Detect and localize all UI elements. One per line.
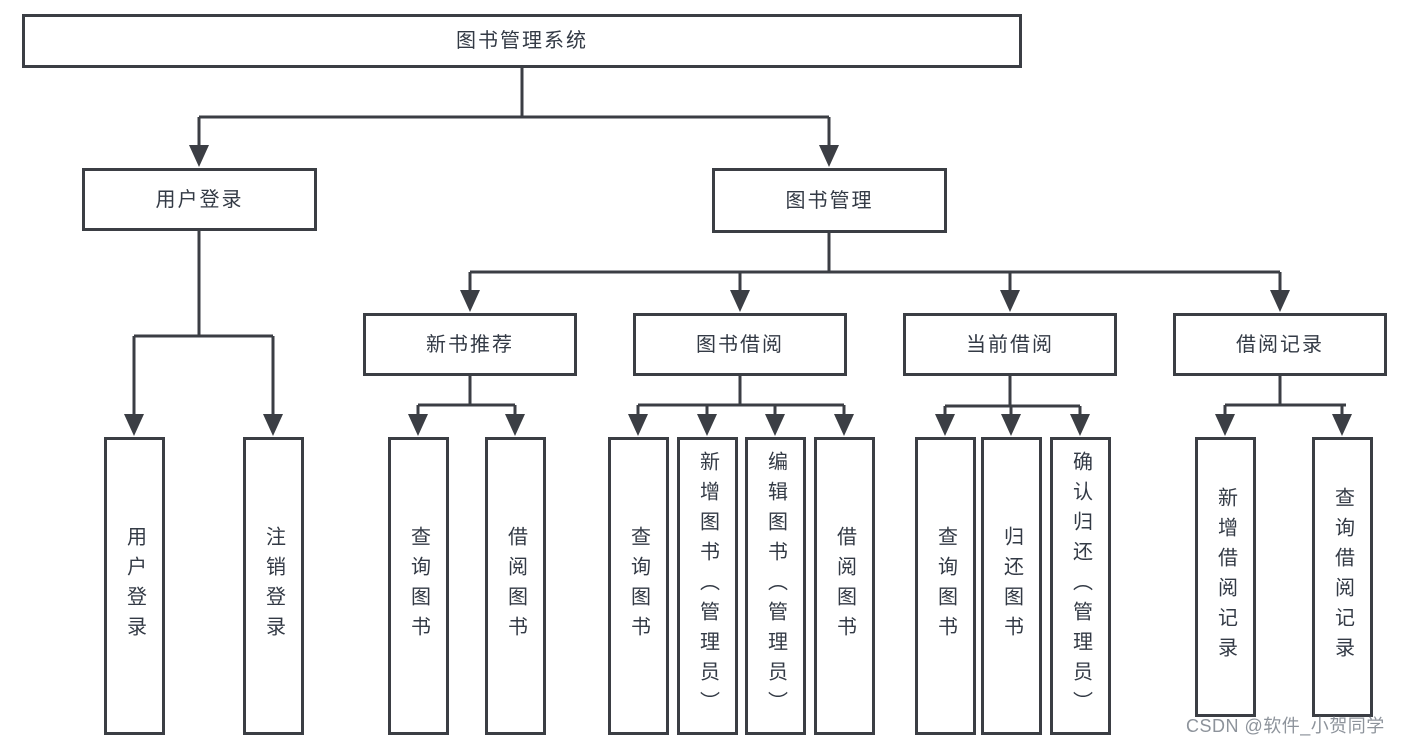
node-add-borrow-record: 新增借阅记录 — [1195, 437, 1256, 717]
node-book-borrowing: 图书借阅 — [633, 313, 847, 376]
node-borrow-books: 借阅图书 — [814, 437, 875, 735]
node-label: 归还图书 — [1000, 526, 1023, 646]
node-book-management: 图书管理 — [712, 168, 947, 233]
node-add-book-admin: 新增图书（管理员） — [677, 437, 738, 735]
node-label: 用户登录 — [123, 526, 146, 646]
node-label: 查询图书 — [934, 526, 957, 646]
node-logout: 注销登录 — [243, 437, 304, 735]
node-label: 当前借阅 — [966, 333, 1054, 356]
node-label: 借阅图书 — [833, 526, 856, 646]
node-query-books: 查询图书 — [608, 437, 669, 735]
node-label: 图书借阅 — [696, 333, 784, 356]
node-label: 用户登录 — [155, 188, 244, 211]
node-label: 新增图书（管理员） — [696, 451, 719, 721]
node-label: 图书管理系统 — [456, 30, 588, 52]
node-label: 新增借阅记录 — [1214, 487, 1237, 667]
node-user-login-leaf: 用户登录 — [104, 437, 165, 735]
node-label: 图书管理 — [785, 189, 874, 212]
node-borrowing-records: 借阅记录 — [1173, 313, 1387, 376]
node-query-borrow-record: 查询借阅记录 — [1312, 437, 1373, 717]
node-label: 查询图书 — [627, 526, 650, 646]
node-user-login: 用户登录 — [82, 168, 317, 231]
node-label: 借阅图书 — [504, 526, 527, 646]
node-query-books: 查询图书 — [388, 437, 449, 735]
node-confirm-return-admin: 确认归还（管理员） — [1050, 437, 1111, 735]
node-label: 新书推荐 — [426, 333, 514, 356]
node-label: 借阅记录 — [1236, 333, 1324, 356]
node-label: 注销登录 — [262, 526, 285, 646]
node-label: 查询借阅记录 — [1331, 487, 1354, 667]
node-label: 查询图书 — [407, 526, 430, 646]
node-query-books: 查询图书 — [915, 437, 976, 735]
node-edit-book-admin: 编辑图书（管理员） — [745, 437, 806, 735]
node-book-management-system: 图书管理系统 — [22, 14, 1022, 68]
node-return-books: 归还图书 — [981, 437, 1042, 735]
node-label: 确认归还（管理员） — [1069, 451, 1092, 721]
watermark: CSDN @软件_小贺同学 — [1186, 716, 1385, 736]
node-current-borrowing: 当前借阅 — [903, 313, 1117, 376]
node-new-book-recommendation: 新书推荐 — [363, 313, 577, 376]
node-label: 编辑图书（管理员） — [764, 451, 787, 721]
node-borrow-books: 借阅图书 — [485, 437, 546, 735]
